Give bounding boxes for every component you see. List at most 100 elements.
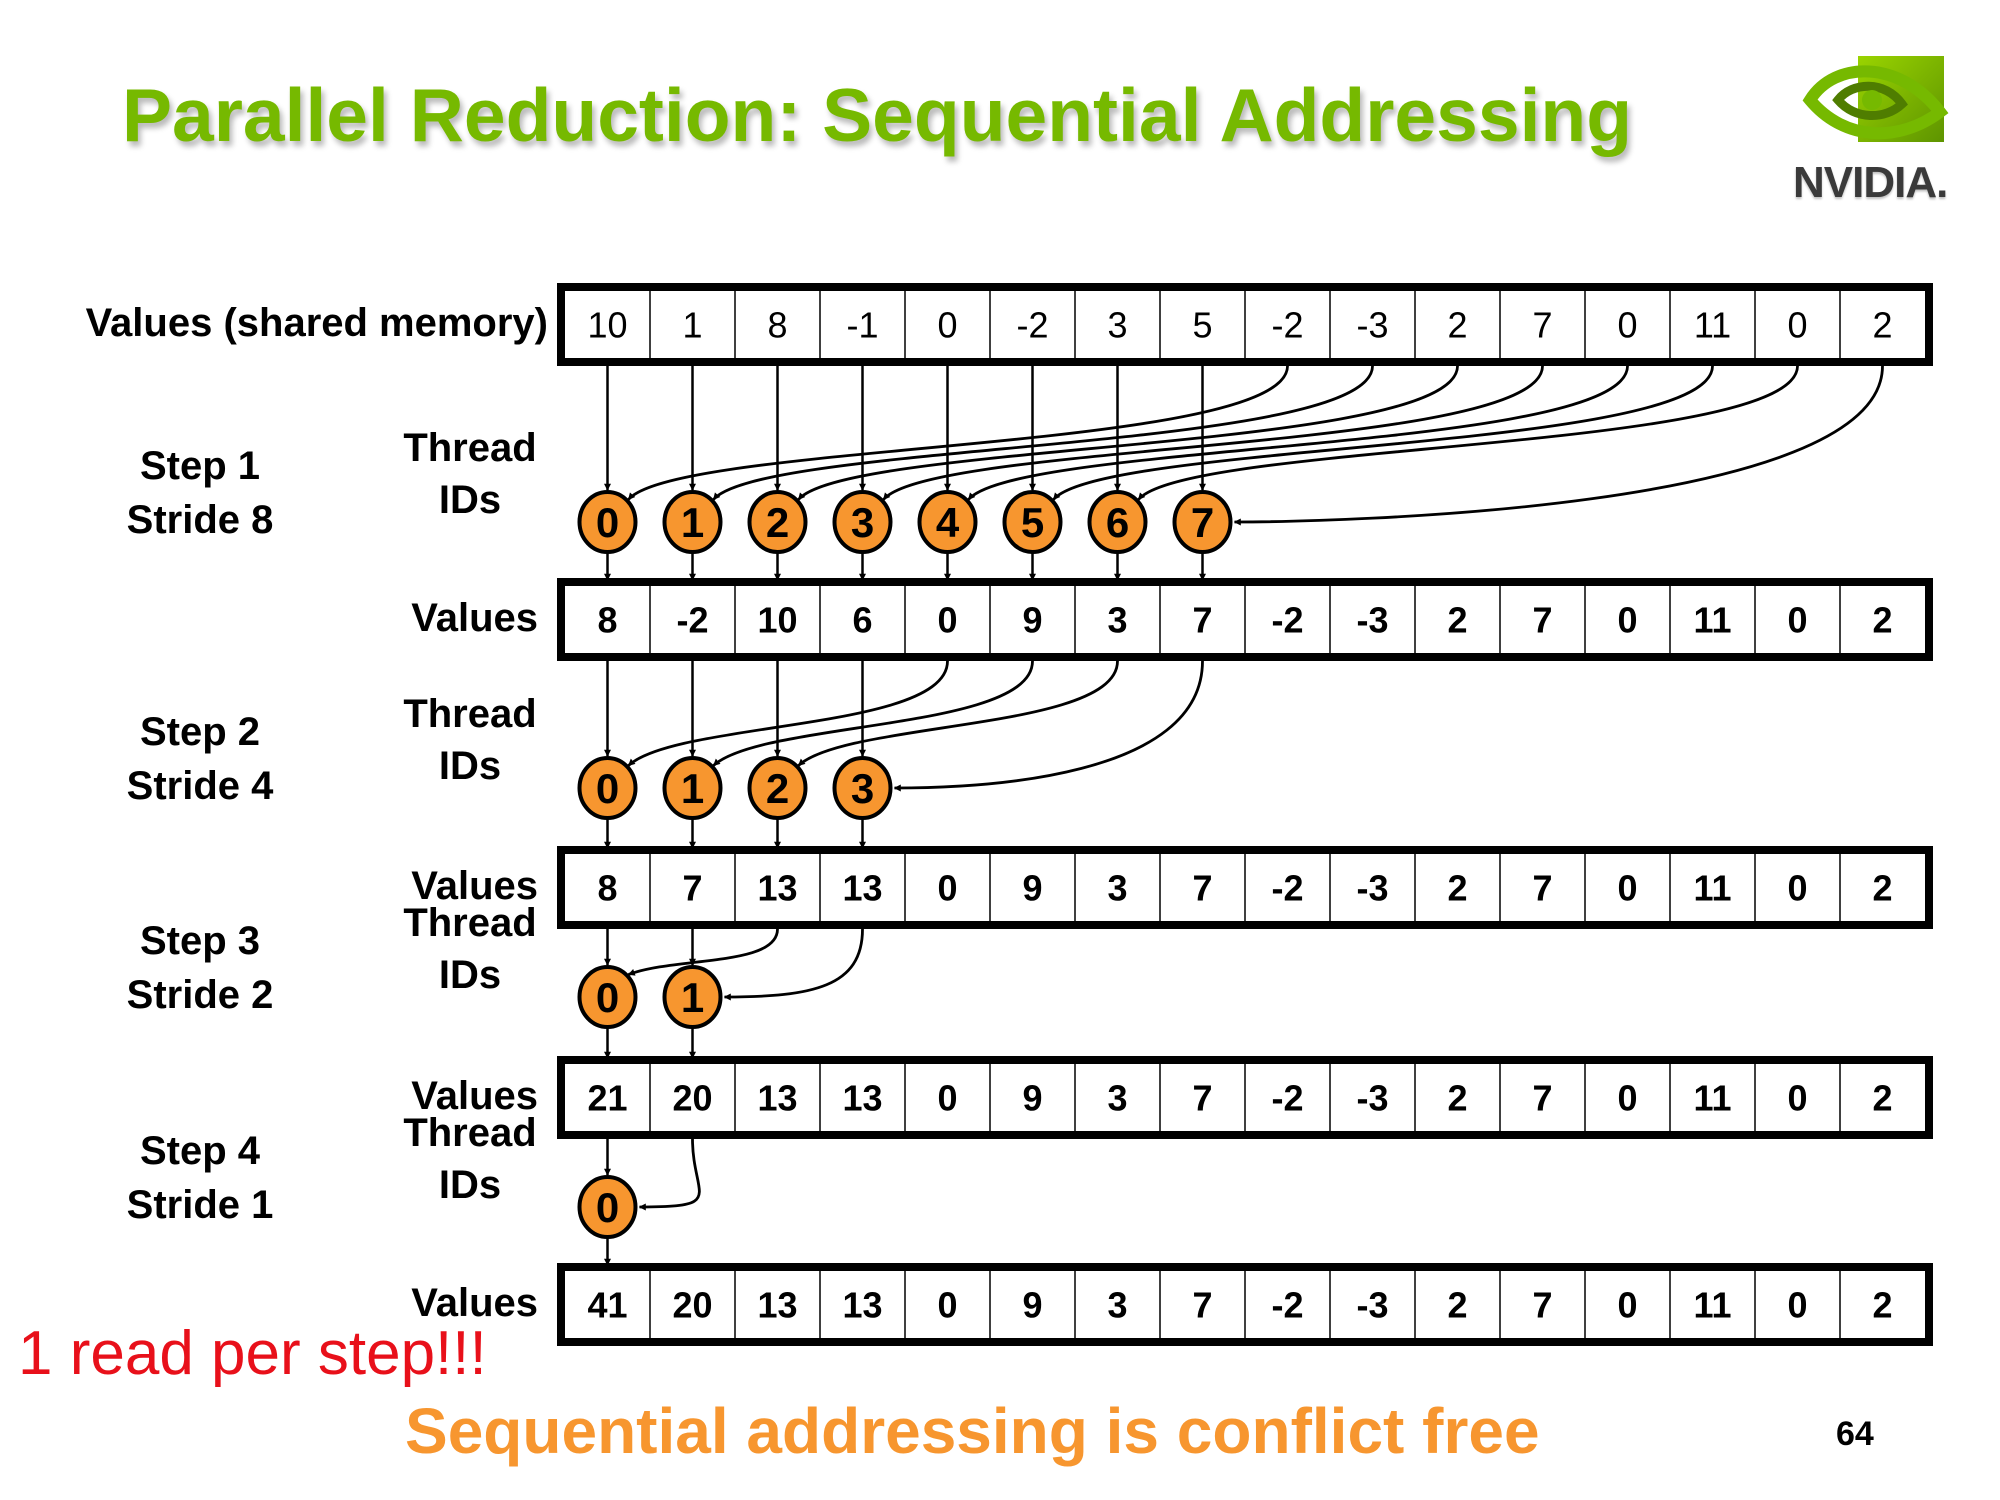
thread-id: 2 [766, 765, 789, 812]
cell-value: 7 [1532, 868, 1552, 909]
thread-id: 3 [851, 499, 874, 546]
thread-node: 0 [577, 756, 638, 820]
thread-id: 0 [596, 974, 619, 1021]
thread-node: 1 [662, 756, 723, 820]
cell-value: 2 [1872, 1285, 1892, 1326]
cell-value: 0 [937, 1078, 957, 1119]
cell-value: 7 [1192, 868, 1212, 909]
values-label: Values [411, 1281, 538, 1325]
cell-value: -1 [846, 305, 878, 346]
thread-circle [662, 490, 723, 554]
cell-value: 0 [1617, 305, 1637, 346]
read-arrow-partner [1137, 365, 1799, 501]
cell-value: 0 [1787, 1285, 1807, 1326]
cell-value: 3 [1107, 868, 1127, 909]
step-label: Step 3 [139, 919, 261, 963]
cell-value: 3 [1107, 600, 1127, 641]
cell-value: 7 [1192, 600, 1212, 641]
thread-node: 5 [1002, 490, 1063, 554]
thread-ids-label-line1: Thread [403, 426, 537, 470]
cell-value: 0 [937, 305, 957, 346]
cell-value: 7 [1192, 1285, 1212, 1326]
cell-value: 3 [1107, 305, 1127, 346]
thread-id: 0 [596, 1184, 619, 1231]
thread-id: 1 [681, 974, 704, 1021]
cell-value: 11 [1693, 868, 1731, 909]
cell-value: 20 [672, 1285, 712, 1326]
cell-value: 0 [1617, 868, 1637, 909]
cell-value: -3 [1356, 305, 1388, 346]
cell-value: 2 [1447, 1078, 1467, 1119]
thread-circle [917, 490, 978, 554]
cell-value: 2 [1447, 305, 1467, 346]
cell-value: 0 [1787, 868, 1807, 909]
thread-circle [832, 756, 893, 820]
stride-label: Stride 2 [126, 973, 274, 1017]
read-arrow-partner [882, 365, 1544, 501]
thread-node: 1 [662, 490, 723, 554]
thread-id: 3 [851, 765, 874, 812]
read-arrow-partner [638, 1138, 701, 1211]
step-label: Step 4 [139, 1129, 261, 1173]
thread-node: 0 [577, 490, 638, 554]
cell-value: 7 [682, 868, 702, 909]
thread-id: 4 [936, 499, 960, 546]
thread-id: 6 [1106, 499, 1129, 546]
thread-ids-label-line1: Thread [403, 901, 537, 945]
cell-value: 7 [1532, 305, 1552, 346]
read-arrow-partner [712, 660, 1034, 767]
thread-id: 2 [766, 499, 789, 546]
cell-value: 13 [842, 1285, 882, 1326]
cell-value: 21 [587, 1078, 627, 1119]
read-arrow-partner [1233, 365, 1884, 526]
cell-value: 3 [1107, 1078, 1127, 1119]
cell-value: -3 [1356, 600, 1388, 641]
thread-ids-label-line1: Thread [403, 1111, 537, 1155]
nvidia-logo-text: NVIDIA. [1793, 158, 1948, 207]
thread-ids-label-line1: Thread [403, 692, 537, 736]
thread-node: 0 [577, 1175, 638, 1239]
thread-circle [747, 490, 808, 554]
cell-value: 1 [682, 305, 702, 346]
cell-value: 0 [1617, 1078, 1637, 1119]
cell-value: -2 [1271, 1078, 1303, 1119]
read-arrow-partner [627, 660, 949, 767]
cell-value: 2 [1447, 600, 1467, 641]
cell-value: 8 [597, 868, 617, 909]
slide-title: Parallel Reduction: Sequential Addressin… [122, 73, 1633, 157]
cell-value: 0 [937, 1285, 957, 1326]
read-arrow-partner [893, 660, 1204, 792]
cell-value: 7 [1192, 1078, 1212, 1119]
cell-value: 13 [842, 868, 882, 909]
cell-value: 2 [1872, 600, 1892, 641]
read-arrow-partner [627, 365, 1289, 501]
read-arrow-partner [712, 365, 1374, 501]
thread-circle [662, 965, 723, 1029]
thread-node: 3 [832, 756, 893, 820]
cell-value: 13 [757, 1285, 797, 1326]
cell-value: 7 [1532, 1078, 1552, 1119]
read-arrow-partner [723, 928, 864, 1001]
cell-value: -2 [1271, 305, 1303, 346]
thread-node: 6 [1087, 490, 1148, 554]
step-label: Step 2 [139, 710, 261, 754]
cell-value: 0 [1787, 600, 1807, 641]
thread-id: 5 [1021, 499, 1044, 546]
stride-label: Stride 8 [126, 498, 274, 542]
thread-circle [1087, 490, 1148, 554]
thread-node: 2 [747, 756, 808, 820]
thread-node: 4 [917, 490, 978, 554]
cell-value: -3 [1356, 868, 1388, 909]
cell-value: -2 [1271, 600, 1303, 641]
thread-circle [577, 756, 638, 820]
cell-value: 0 [937, 868, 957, 909]
thread-node: 7 [1172, 490, 1233, 554]
thread-id: 7 [1191, 499, 1214, 546]
cell-value: 0 [1787, 1078, 1807, 1119]
cell-value: 3 [1107, 1285, 1127, 1326]
cell-value: 11 [1694, 305, 1731, 346]
